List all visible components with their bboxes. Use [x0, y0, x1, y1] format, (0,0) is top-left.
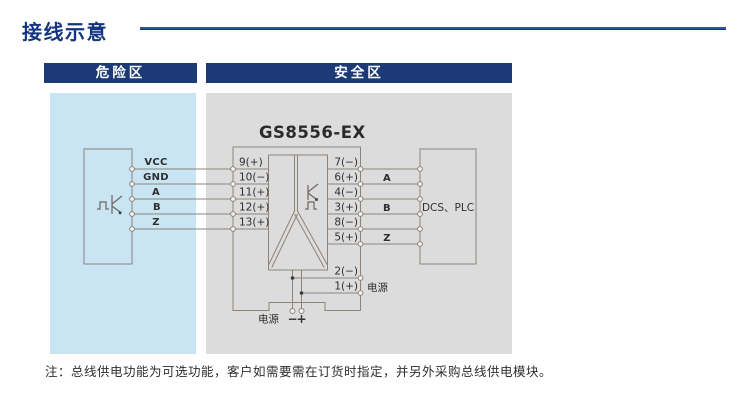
footnote: 注：总线供电功能为可选功能，客户如需要需在订货时指定，并另外采购总线供电模块。: [45, 364, 553, 379]
terminal-label-11: 11(+): [239, 187, 269, 199]
power-minus-label: −: [287, 312, 297, 326]
device-model-label: GS8556-EX: [259, 123, 366, 142]
wire-label-vcc: VCC: [144, 157, 167, 168]
signal-label-b: B: [383, 203, 391, 214]
terminal-label-5: 5(+): [334, 232, 358, 244]
junction-dot: [299, 291, 304, 295]
output-signal-labels: A B Z: [383, 173, 391, 244]
bottom-power-terminal-circles: [289, 308, 305, 314]
page-title: 接线示意: [22, 20, 108, 44]
transistor-pulse-icon: [305, 183, 319, 210]
terminal-label-1: 1(+): [334, 281, 358, 293]
pulse-sensor-icon: [97, 195, 123, 215]
wire-label-a: A: [152, 187, 160, 198]
hazard-zone-panel: [50, 93, 196, 354]
dcs-terminal-circles: [417, 166, 423, 247]
terminal-label-4: 4(−): [334, 187, 358, 199]
zone-header-hazard: 危险区: [44, 63, 197, 83]
terminal-label-10: 10(−): [239, 172, 269, 184]
zone-header-safe: 安全区: [206, 63, 512, 83]
isolation-barrier-icon: [268, 155, 328, 268]
power-wires: [292, 270, 361, 309]
terminal-label-3: 3(+): [334, 202, 358, 214]
power-plus-label: +: [296, 312, 306, 326]
field-wire-labels: VCC GND A B Z: [143, 157, 169, 228]
power-label-bottom: 电源: [258, 313, 279, 326]
device-left-terminal-labels: 9(+) 10(−) 11(+) 12(+) 13(+): [239, 157, 269, 229]
terminal-label-2: 2(−): [334, 266, 358, 278]
terminal-label-7: 7(−): [334, 157, 358, 169]
terminal-label-9: 9(+): [239, 157, 263, 169]
terminal-label-8: 8(−): [334, 217, 358, 229]
title-rule: [140, 27, 726, 30]
sensor-terminal-circles: [129, 166, 135, 232]
device-right-terminal-labels: 7(−) 6(+) 4(−) 3(+) 8(−) 5(+): [334, 157, 358, 244]
wire-label-b: B: [153, 202, 161, 213]
output-wires: [327, 168, 420, 245]
device-right-terminal-circles: [357, 166, 364, 296]
wire-label-z: Z: [152, 217, 160, 228]
power-label-side: 电源: [367, 281, 388, 294]
terminal-label-13: 13(+): [239, 217, 269, 229]
device-left-terminal-circles: [230, 166, 236, 232]
junction-dot: [290, 276, 295, 280]
wire-label-gnd: GND: [143, 172, 169, 183]
dcs-plc-label: DCS、PLC: [422, 202, 474, 214]
signal-label-z: Z: [383, 233, 391, 244]
terminal-label-6: 6(+): [334, 172, 358, 184]
sensor-box: [83, 148, 133, 265]
terminal-label-12: 12(+): [239, 202, 269, 214]
dcs-plc-box: [419, 148, 477, 265]
field-wires: [132, 168, 269, 230]
signal-label-a: A: [383, 173, 391, 184]
